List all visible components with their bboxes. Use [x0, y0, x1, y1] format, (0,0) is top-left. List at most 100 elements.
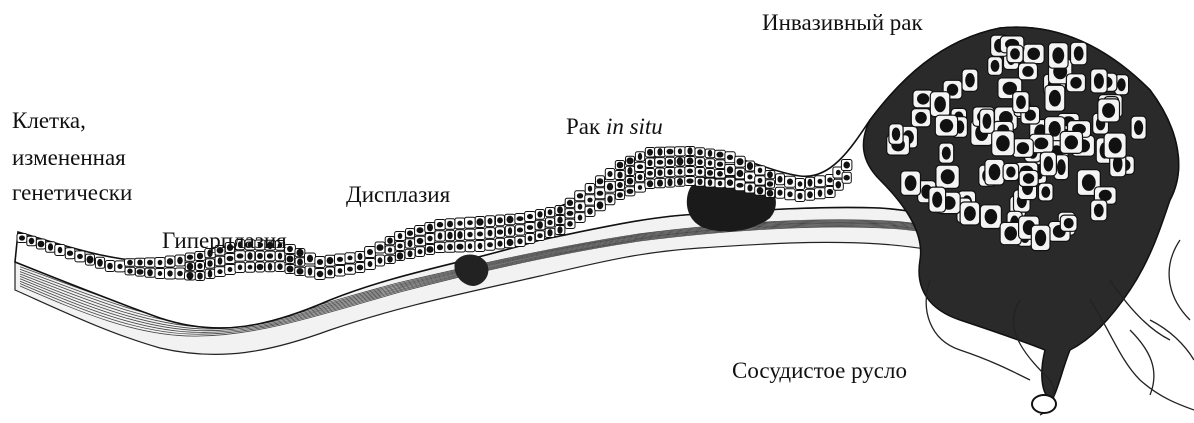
cell-nucleus — [617, 172, 622, 179]
cell-nucleus — [617, 192, 623, 198]
cell-nucleus — [537, 211, 542, 217]
cell-nucleus — [617, 182, 623, 188]
cell-nucleus — [797, 193, 802, 200]
cell-nucleus — [507, 216, 514, 224]
genetic-cell-label-line1: Клетка, — [12, 106, 86, 136]
cell-nucleus — [457, 244, 464, 250]
cell-nucleus — [48, 243, 53, 250]
cell-nucleus — [697, 159, 702, 165]
cell-nucleus — [207, 260, 212, 267]
cell-nucleus — [58, 247, 63, 253]
cell-nucleus — [836, 170, 841, 175]
cell-nucleus — [547, 229, 552, 236]
cell-nucleus — [737, 170, 744, 177]
cell-nucleus — [277, 263, 282, 270]
tumor-nucleus — [1070, 77, 1081, 89]
cell-nucleus — [478, 243, 483, 249]
cell-nucleus — [767, 181, 773, 186]
tumor-nucleus — [1017, 142, 1029, 154]
cell-nucleus — [238, 265, 243, 271]
cell-nucleus — [197, 273, 203, 280]
cell-nucleus — [517, 228, 523, 233]
cell-nucleus — [377, 244, 384, 251]
cell-nucleus — [627, 189, 634, 194]
tumor-nucleus — [965, 73, 975, 87]
cell-nucleus — [127, 260, 133, 266]
tumor-nucleus — [1023, 173, 1034, 183]
cell-nucleus — [767, 190, 774, 197]
tumor-nucleus — [942, 147, 951, 160]
cell-nucleus — [368, 261, 373, 267]
tumor-nucleus — [1099, 190, 1112, 201]
cell-nucleus — [508, 227, 512, 234]
cell-nucleus — [557, 216, 562, 223]
cell-nucleus — [338, 268, 343, 273]
cell-nucleus — [397, 252, 403, 260]
cell-nucleus — [38, 241, 45, 248]
cell-nucleus — [117, 264, 122, 269]
cell-nucleus — [607, 196, 612, 203]
cell-nucleus — [708, 179, 713, 186]
cell-nucleus — [836, 181, 842, 188]
cell-nucleus — [777, 190, 782, 196]
tumor-nucleus — [1074, 46, 1084, 60]
tumor-nucleus — [915, 112, 927, 124]
cell-nucleus — [767, 171, 773, 178]
cell-nucleus — [287, 246, 293, 252]
cell-nucleus — [567, 200, 573, 206]
cell-nucleus — [687, 147, 692, 154]
cell-nucleus — [548, 209, 553, 215]
cell-nucleus — [843, 162, 850, 169]
invasive-cancer-label: Инвазивный рак — [762, 8, 923, 38]
cell-nucleus — [307, 255, 313, 262]
tumor-nucleus — [1057, 159, 1066, 175]
cell-nucleus — [327, 269, 332, 275]
cell-nucleus — [667, 159, 673, 165]
cell-nucleus — [677, 157, 684, 165]
cell-nucleus — [727, 179, 733, 186]
cell-nucleus — [367, 249, 373, 255]
cell-nucleus — [807, 191, 813, 198]
tumor-nucleus — [1134, 120, 1143, 135]
cell-nucleus — [657, 170, 662, 176]
tumor-nucleus — [1035, 230, 1046, 246]
cell-nucleus — [588, 186, 592, 192]
cell-nucleus — [657, 160, 663, 165]
cell-nucleus — [757, 187, 764, 194]
cell-nucleus — [417, 227, 424, 233]
cell-nucleus — [387, 238, 393, 244]
cell-nucleus — [218, 257, 223, 264]
cell-nucleus — [357, 265, 363, 271]
cell-nucleus — [308, 268, 313, 276]
cell-nucleus — [228, 267, 233, 272]
cell-nucleus — [557, 206, 563, 214]
cell-nucleus — [818, 190, 823, 197]
tumor-nucleus — [1034, 138, 1048, 150]
cell-nucleus — [717, 162, 723, 167]
tumor-nucleus — [1022, 66, 1033, 77]
tumor-nucleus — [1065, 135, 1078, 149]
cell-nucleus — [787, 179, 793, 185]
cell-nucleus — [407, 230, 413, 236]
genetic-cell-label-line3: генетически — [12, 178, 132, 208]
cell-nucleus — [167, 270, 172, 276]
cell-nucleus — [578, 215, 583, 221]
cell-nucleus — [19, 235, 25, 240]
cell-nucleus — [657, 180, 663, 187]
cell-nucleus — [537, 233, 542, 238]
cell-nucleus — [687, 157, 694, 164]
cell-nucleus — [227, 256, 234, 262]
cell-nucleus — [297, 268, 304, 275]
cell-nucleus — [347, 267, 353, 272]
cell-nucleus — [707, 170, 713, 176]
tumor-nucleus — [964, 206, 976, 221]
tumor-nucleus — [917, 93, 929, 104]
tumor-nucleus — [1027, 48, 1040, 60]
cell-nucleus — [438, 233, 443, 240]
cell-nucleus — [657, 148, 662, 156]
cell-nucleus — [717, 152, 724, 158]
cell-nucleus — [397, 244, 402, 249]
cell-nucleus — [388, 248, 392, 253]
